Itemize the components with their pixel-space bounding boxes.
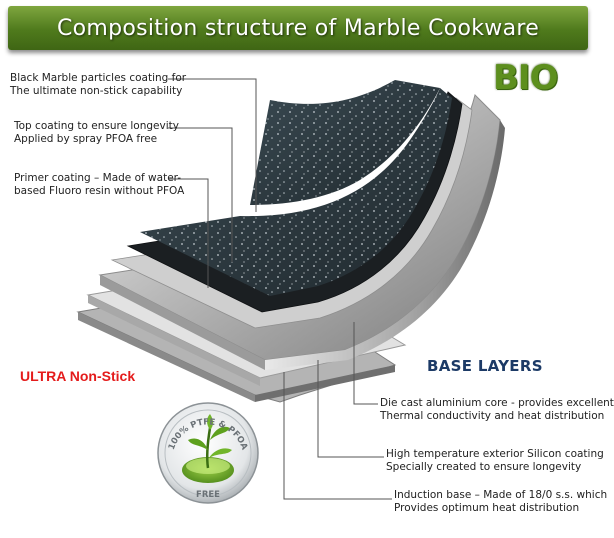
- label-line: High temperature exterior Silicon coatin…: [386, 448, 604, 460]
- leader-lines-top: [168, 78, 257, 288]
- label-induction-base: Induction base – Made of 18/0 s.s. which…: [394, 489, 607, 515]
- cookware-layers-illustration: [76, 78, 505, 504]
- label-line: Die cast aluminium core - provides excel…: [380, 397, 614, 409]
- label-line: Black Marble particles coating for: [10, 72, 187, 84]
- label-line: Primer coating – Made of water-: [14, 172, 182, 184]
- label-aluminium-core: Die cast aluminium core - provides excel…: [380, 397, 614, 423]
- leader-lines-base: [283, 322, 392, 500]
- label-line: Thermal conductivity and heat distributi…: [380, 410, 605, 422]
- bio-badge: BIO: [493, 58, 558, 98]
- label-line: Top coating to ensure longevity: [14, 120, 179, 132]
- page-title: Composition structure of Marble Cookware: [56, 15, 540, 41]
- diagram-stage: Composition structure of Marble Cookware…: [8, 6, 614, 514]
- label-line: Specially created to ensure longevity: [386, 461, 582, 473]
- title-banner: Composition structure of Marble Cookware: [8, 6, 588, 50]
- ultra-non-stick-label: ULTRA Non-Stick: [20, 368, 136, 384]
- label-top-coating: Top coating to ensure longevity Applied …: [14, 120, 179, 146]
- label-line: Provides optimum heat distribution: [394, 502, 580, 514]
- label-silicon-coating: High temperature exterior Silicon coatin…: [386, 448, 604, 474]
- label-line: The ultimate non-stick capability: [10, 85, 183, 97]
- ptfe-free-seal: [157, 402, 259, 504]
- label-line: Induction base – Made of 18/0 s.s. which: [394, 489, 608, 501]
- label-marble-coating: Black Marble particles coating for The u…: [10, 72, 186, 98]
- label-primer-coating: Primer coating – Made of water- based Fl…: [14, 172, 184, 198]
- label-line: based Fluoro resin without PFOA: [14, 185, 185, 197]
- label-line: Applied by spray PFOA free: [14, 133, 158, 145]
- base-layers-heading: BASE LAYERS: [427, 357, 543, 375]
